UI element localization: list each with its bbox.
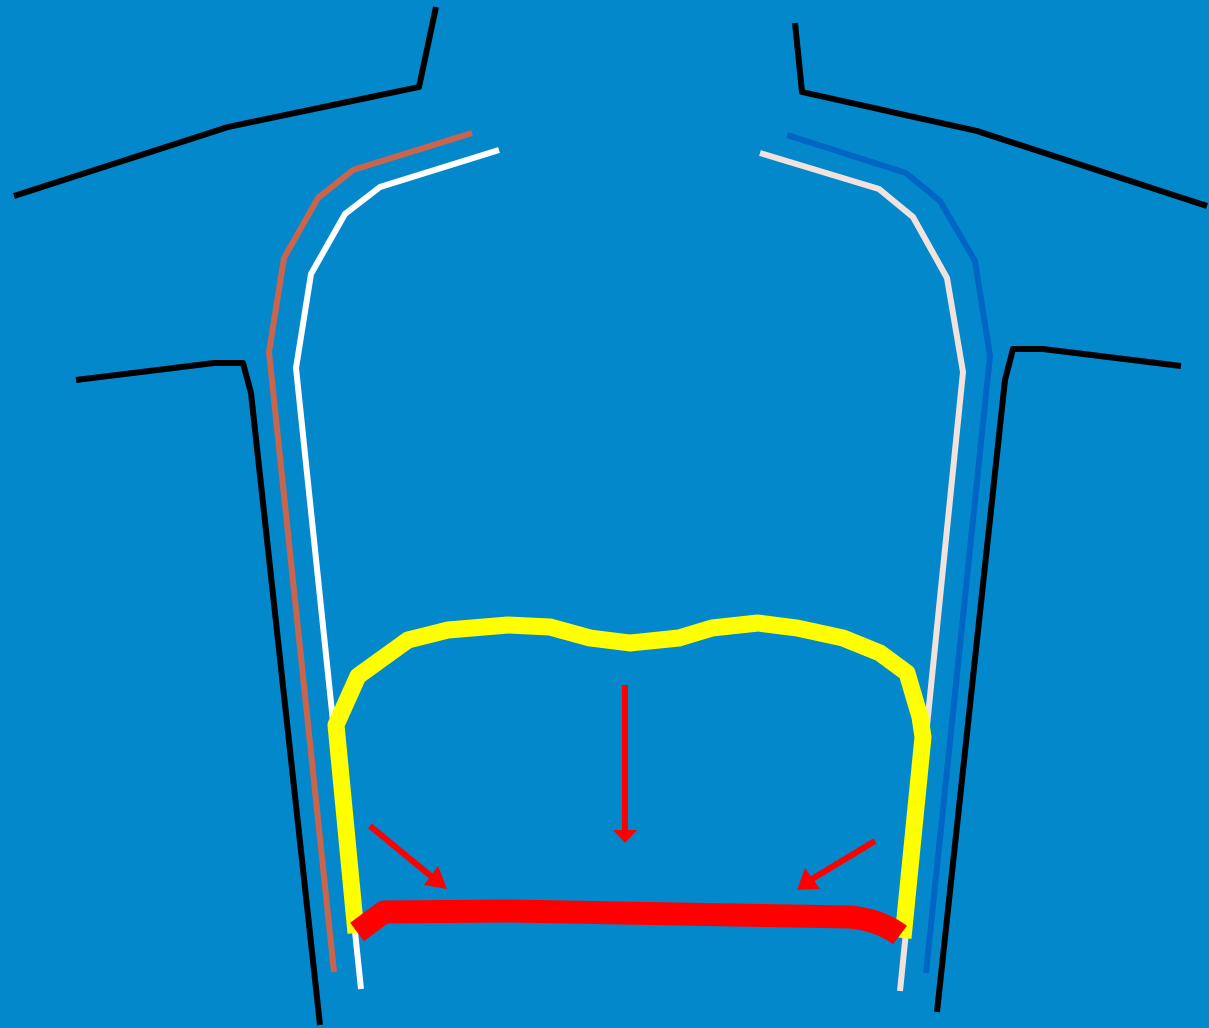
chest-diagram	[0, 0, 1209, 1028]
background	[0, 0, 1209, 1028]
diagram-canvas	[0, 0, 1209, 1028]
